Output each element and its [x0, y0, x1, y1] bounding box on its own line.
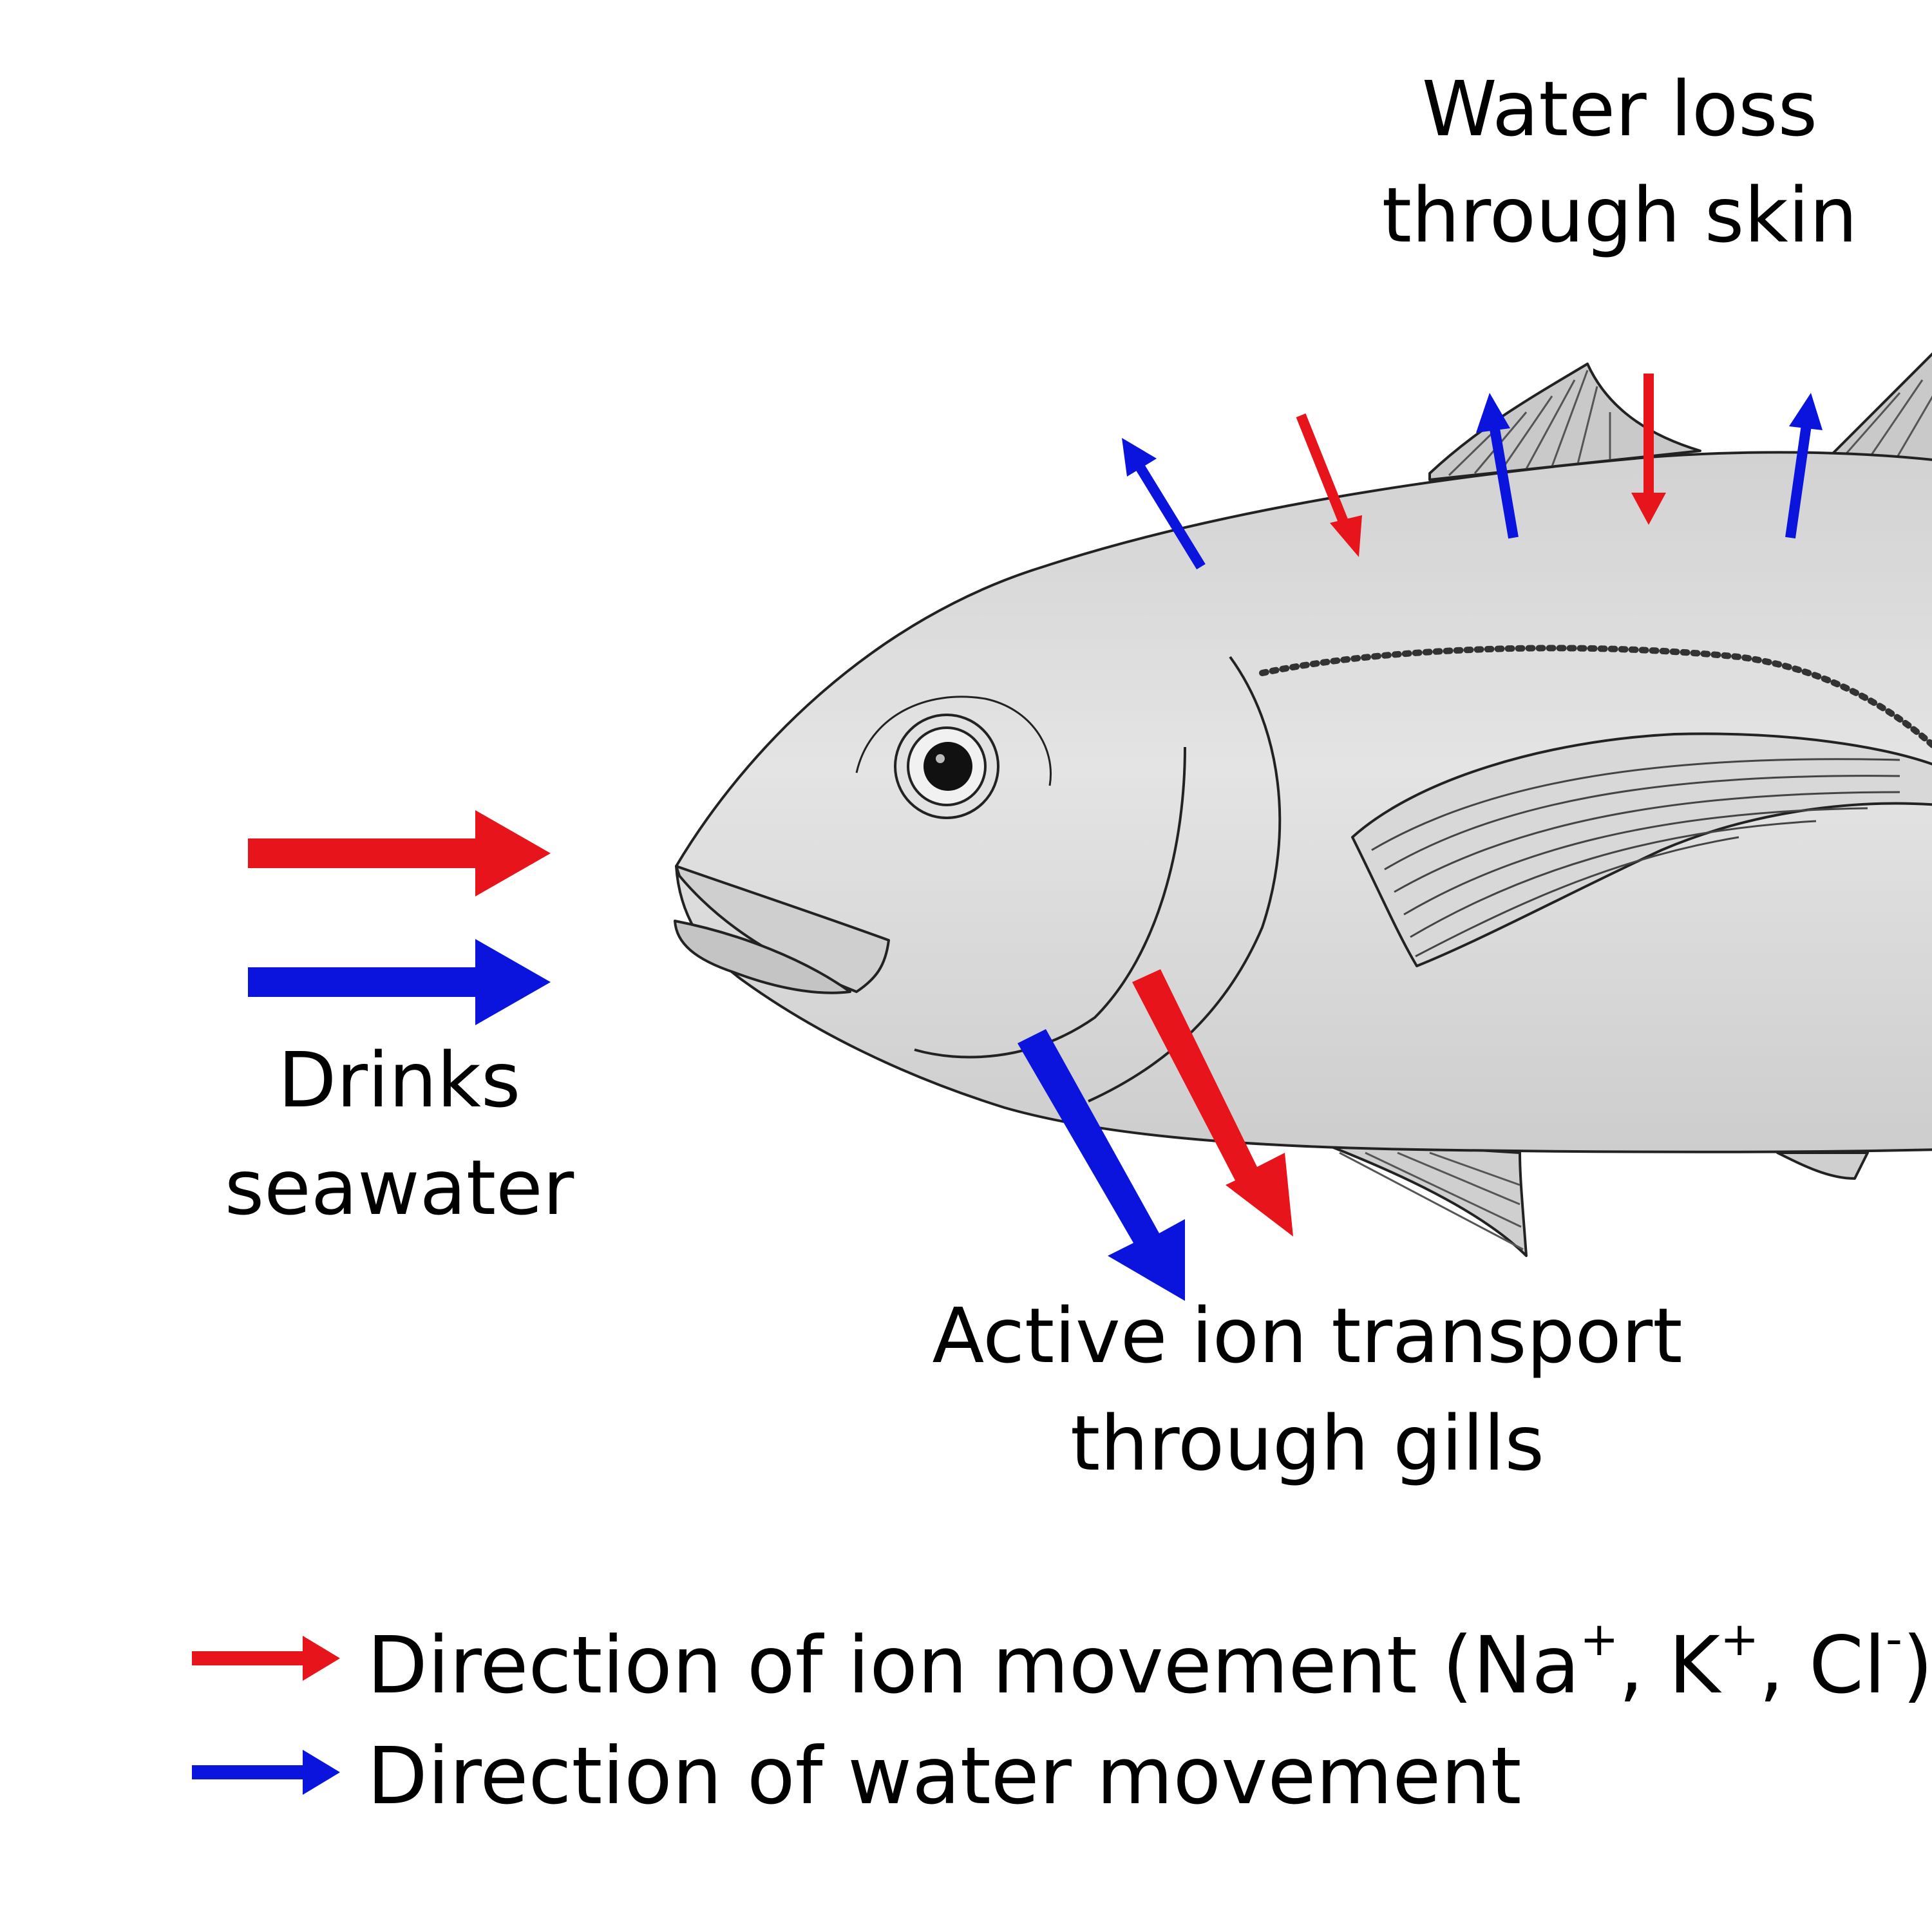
water-arrow-skin-1	[1135, 464, 1206, 570]
dorsal-fin-rear-rays	[1841, 379, 1932, 464]
water-arrow-skin-3	[1785, 424, 1812, 539]
legend-ion-arrow-icon	[192, 1636, 340, 1681]
fish-illustration	[674, 352, 1932, 1257]
ion-arrow-skin-2-head	[1631, 493, 1666, 525]
legend-ion-sep2: , Cl	[1759, 1620, 1886, 1711]
eye-pupil	[923, 742, 972, 791]
legend-ion-sup-k: +	[1720, 1612, 1759, 1666]
legend-ion-sup-cl: -	[1886, 1612, 1902, 1666]
preopercle-line	[914, 746, 1186, 1059]
legend-ion-row: Direction of ion movement (Na+, K+, Cl-)	[192, 1612, 1932, 1711]
pelvic-fin-rays	[1339, 1151, 1524, 1251]
water-arrow-skin-2	[1489, 424, 1519, 539]
skin-label: Water loss through skin	[1382, 64, 1858, 260]
water-arrow-drink	[248, 939, 551, 1025]
skin-label-line1: Water loss	[1422, 64, 1817, 153]
gill-cover-line	[1088, 656, 1282, 1103]
gill-arrows	[1018, 969, 1293, 1301]
anal-fin	[1776, 1151, 1869, 1180]
drink-label: Drinks seawater	[225, 1036, 574, 1232]
water-arrow-skin-2-head	[1476, 393, 1510, 433]
legend-water-label: Direction of water movement	[367, 1730, 1521, 1822]
legend-water-arrow-icon	[192, 1750, 340, 1795]
legend-ion-sup-na: +	[1580, 1612, 1618, 1666]
ion-arrow-skin-1	[1296, 413, 1351, 530]
ion-arrow-drink	[248, 810, 551, 896]
eye-socket-line	[855, 696, 1052, 786]
water-arrow-skin-1-head	[1122, 438, 1157, 477]
legend-ion-prefix: Direction of ion movement (Na	[367, 1620, 1580, 1711]
skin-label-line2: through skin	[1382, 171, 1858, 260]
gill-label-line1: Active ion transport	[932, 1291, 1682, 1380]
skin-arrows	[1122, 374, 1823, 570]
lateral-line	[1259, 645, 1932, 749]
dorsal-fin-front-rays	[1448, 370, 1611, 477]
drink-label-line1: Drinks	[278, 1036, 521, 1124]
pectoral-fin-rays	[1371, 758, 1900, 958]
legend-water-row: Direction of water movement	[192, 1730, 1521, 1822]
fish-body	[675, 451, 1932, 1153]
eye-highlight	[936, 754, 945, 763]
pelvic-fin	[1312, 1139, 1528, 1257]
ion-arrow-gills	[1132, 969, 1293, 1236]
legend-ion-label: Direction of ion movement (Na+, K+, Cl-)	[367, 1612, 1932, 1711]
water-arrow-skin-3-head	[1789, 393, 1823, 430]
legend: Direction of ion movement (Na+, K+, Cl-)…	[192, 1612, 1932, 1822]
legend-ion-sep1: , K	[1618, 1620, 1722, 1711]
pectoral-fin	[1351, 732, 1932, 967]
ion-arrow-skin-1-head	[1330, 515, 1362, 557]
upper-jaw	[675, 865, 890, 993]
legend-ion-close: )	[1902, 1620, 1932, 1711]
drink-label-line2: seawater	[225, 1143, 574, 1232]
drink-arrows	[248, 810, 551, 1025]
lower-jaw	[674, 920, 851, 994]
water-arrow-gills	[1018, 1029, 1185, 1301]
gill-label: Active ion transport through gills	[932, 1291, 1682, 1488]
gill-label-line2: through gills	[1070, 1399, 1544, 1488]
